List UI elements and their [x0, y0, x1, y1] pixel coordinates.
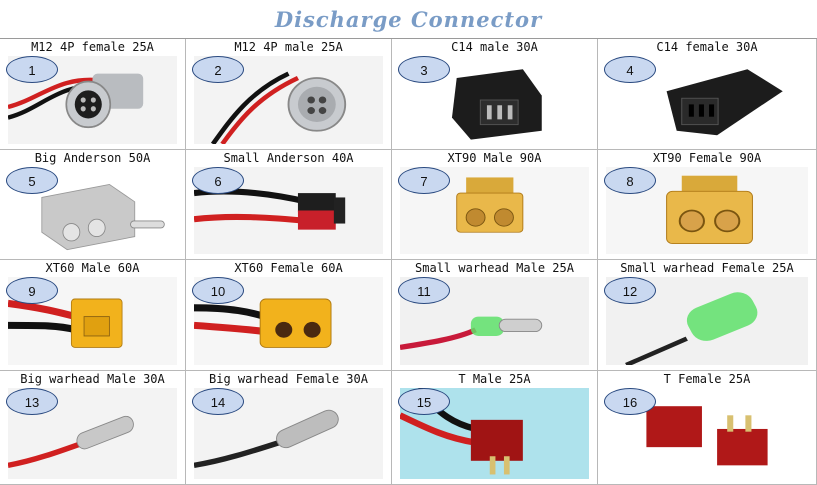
connector-cell: M12 4P male 25A 2 [186, 39, 392, 150]
connector-cell: Small warhead Female 25A 12 [598, 260, 817, 371]
connector-label: T Female 25A [663, 372, 751, 386]
connector-cell: Big warhead Female 30A 14 [186, 371, 392, 485]
connector-label: XT60 Male 60A [45, 261, 140, 275]
connector-cell: XT90 Female 90A 8 [598, 150, 817, 260]
connector-number-badge: 2 [192, 56, 244, 83]
connector-label: Small warhead Male 25A [415, 261, 574, 275]
connector-label: XT90 Female 90A [652, 151, 762, 165]
connector-cell: T Female 25A 16 [598, 371, 817, 485]
connector-number-badge: 1 [6, 56, 58, 83]
m12-female-connector-icon [8, 56, 177, 144]
connector-number-badge: 12 [604, 277, 656, 304]
connector-number-badge: 9 [6, 277, 58, 304]
connector-number-badge: 6 [192, 167, 244, 194]
connector-number-badge: 8 [604, 167, 656, 194]
connector-label: C14 female 30A [656, 40, 758, 54]
connector-label: Big warhead Female 30A [209, 372, 368, 386]
connector-cell: XT60 Male 60A 9 [0, 260, 186, 371]
connector-number-badge: 5 [6, 167, 58, 194]
c14-male-connector-icon [400, 56, 589, 144]
connector-label: Small Anderson 40A [223, 151, 354, 165]
m12-male-connector-icon [194, 56, 383, 144]
xt60-male-connector-icon [8, 277, 177, 365]
connector-cell: Small warhead Male 25A 11 [392, 260, 598, 371]
connector-number-badge: 4 [604, 56, 656, 83]
connector-grid: M12 4P female 25A 1 M12 4P male 25A 2 C14 ma… [0, 38, 817, 485]
connector-label: M12 4P male 25A [234, 40, 343, 54]
connector-label: C14 male 30A [451, 40, 538, 54]
connector-number-badge: 3 [398, 56, 450, 83]
small-bullet-male-connector-icon [400, 277, 589, 365]
connector-number-badge: 7 [398, 167, 450, 194]
connector-cell: T Male 25A 15 [392, 371, 598, 485]
connector-cell: Small Anderson 40A 6 [186, 150, 392, 260]
connector-label: Small warhead Female 25A [620, 261, 794, 275]
connector-label: T Male 25A [458, 372, 531, 386]
connector-number-badge: 11 [398, 277, 450, 304]
connector-number-badge: 15 [398, 388, 450, 415]
connector-label: XT60 Female 60A [234, 261, 343, 275]
connector-number-badge: 10 [192, 277, 244, 304]
connector-label: XT90 Male 90A [447, 151, 542, 165]
connector-cell: M12 4P female 25A 1 [0, 39, 186, 150]
connector-number-badge: 16 [604, 388, 656, 415]
connector-number-badge: 14 [192, 388, 244, 415]
connector-number-badge: 13 [6, 388, 58, 415]
page-title: Discharge Connector [274, 7, 543, 32]
connector-cell: XT90 Male 90A 7 [392, 150, 598, 260]
connector-label: Big Anderson 50A [34, 151, 151, 165]
connector-label: Big warhead Male 30A [20, 372, 165, 386]
connector-cell: Big Anderson 50A 5 [0, 150, 186, 260]
connector-cell: Big warhead Male 30A 13 [0, 371, 186, 485]
connector-cell: XT60 Female 60A 10 [186, 260, 392, 371]
t-plug-female-connector-icon [606, 388, 808, 479]
connector-label: M12 4P female 25A [31, 40, 154, 54]
